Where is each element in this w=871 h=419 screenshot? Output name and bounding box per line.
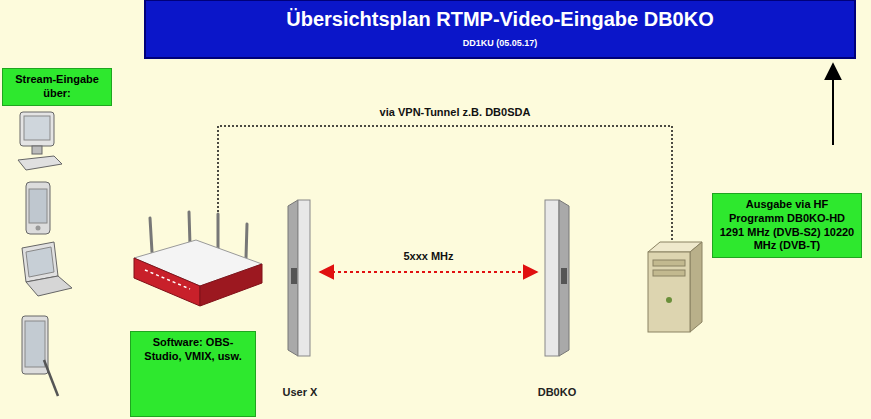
router-icon <box>134 212 262 306</box>
tablet-icon <box>22 316 48 374</box>
tablet-icon <box>25 321 45 367</box>
laptop-icon <box>22 242 58 282</box>
title-band <box>145 0 855 58</box>
node-text: Ausgabe via HF Programm DB0KO-HD 1291 MH… <box>719 198 855 253</box>
title-band <box>145 0 855 58</box>
server-icon <box>648 252 690 332</box>
author-date: DD1KU (05.05.17) <box>145 38 855 48</box>
node-text: DB0KO <box>517 386 597 398</box>
vpn-tunnel-line <box>218 126 672 242</box>
antenna-node: User X <box>280 198 320 398</box>
tablet-icon <box>22 316 58 396</box>
node-text: User X <box>260 386 340 398</box>
link-label: 5xxx MHz <box>401 250 455 262</box>
server-icon <box>690 242 702 332</box>
desktop-icon <box>18 156 62 170</box>
user-antenna <box>298 200 310 356</box>
vpn-tunnel-line <box>218 126 672 242</box>
user-antenna <box>291 268 297 284</box>
router-icon <box>134 258 200 306</box>
tunnel-label: via VPN-Tunnel z.B. DB0SDA <box>300 106 610 118</box>
output-arrow <box>833 64 834 145</box>
router-icon <box>246 224 247 258</box>
tablet-icon <box>44 360 58 396</box>
input-box: Stream-Eingabe über: <box>2 68 112 106</box>
router-icon <box>200 264 262 306</box>
desktop-icon <box>32 146 42 154</box>
software-box: Software: OBS-Studio, VMIX, usw. <box>130 331 256 417</box>
server-icon <box>666 297 672 303</box>
router-icon <box>189 212 190 245</box>
server-icon <box>653 260 685 266</box>
desktop-icon <box>20 112 54 146</box>
output-arrow <box>832 64 834 145</box>
node-text: Software: OBS-Studio, VMIX, usw. <box>137 336 249 364</box>
server-icon <box>653 270 685 276</box>
output-box: Ausgabe via HF Programm DB0KO-HD 1291 MH… <box>712 193 862 258</box>
db0ko-antenna <box>559 200 569 356</box>
laptop-icon <box>26 247 54 277</box>
user-antenna <box>288 200 310 356</box>
db0ko-antenna <box>545 200 569 356</box>
phone-icon <box>36 226 41 231</box>
desktop-icon <box>18 112 62 170</box>
server-icon <box>648 242 702 332</box>
db0ko-antenna <box>545 200 559 356</box>
diagram-title: Übersichtsplan RTMP-Video-Eingabe DB0KO <box>145 8 855 31</box>
db0ko-antenna <box>561 268 567 284</box>
router-icon <box>217 214 220 250</box>
router-icon <box>150 218 152 252</box>
antenna-node: DB0KO <box>537 198 577 398</box>
phone-icon <box>29 189 47 223</box>
laptop-icon <box>22 242 72 296</box>
desktop-icon <box>24 116 50 140</box>
laptop-icon <box>26 276 72 296</box>
phone-icon <box>26 182 50 234</box>
radio-link <box>320 271 537 273</box>
user-antenna <box>288 200 298 356</box>
node-text: Stream-Eingabe über: <box>9 73 105 101</box>
router-icon <box>145 270 190 289</box>
phone-icon <box>26 182 50 234</box>
